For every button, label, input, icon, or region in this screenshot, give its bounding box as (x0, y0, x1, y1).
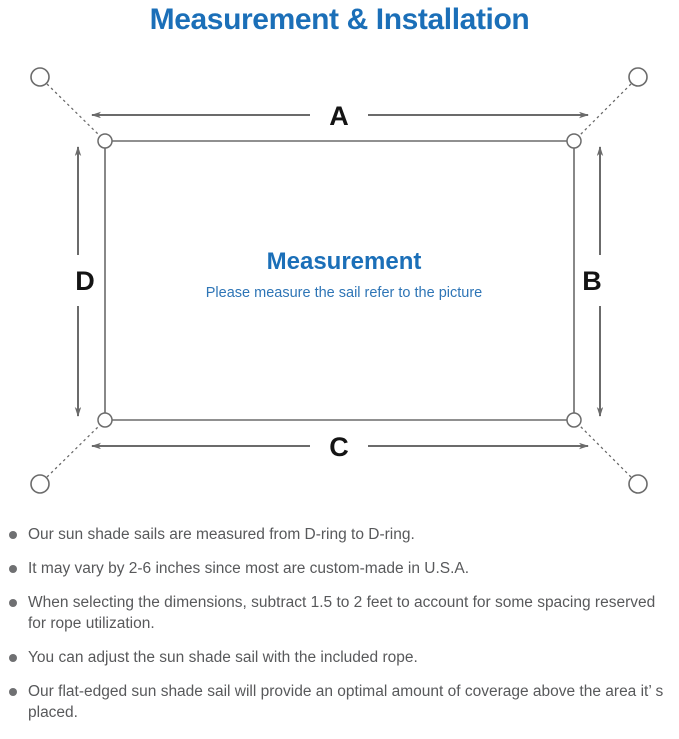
bullet-icon (9, 654, 17, 662)
list-item: It may vary by 2-6 inches since most are… (0, 558, 679, 579)
note-text: When selecting the dimensions, subtract … (28, 594, 656, 632)
d-ring-top-right (566, 133, 582, 149)
rope-line-top-right (579, 83, 632, 136)
note-text: It may vary by 2-6 inches since most are… (28, 560, 470, 577)
dimension-label-c: C (329, 432, 349, 462)
anchor-rings (30, 67, 648, 494)
bullet-icon (9, 688, 17, 696)
bullet-icon (9, 599, 17, 607)
dimension-label-a: A (329, 101, 349, 131)
diagram-center-subtitle: Please measure the sail refer to the pic… (206, 285, 482, 301)
rope-line-bottom-left (46, 425, 100, 478)
list-item: When selecting the dimensions, subtract … (0, 592, 679, 634)
anchor-ring-bottom-left (30, 474, 50, 494)
list-item: Our flat-edged sun shade sail will provi… (0, 681, 679, 723)
rope-line-bottom-right (579, 425, 632, 478)
bullet-icon (9, 565, 17, 573)
rope-lines (46, 83, 632, 478)
list-item: Our sun shade sails are measured from D-… (0, 524, 679, 545)
d-ring-top-left (97, 133, 113, 149)
measurement-diagram: A C D B Measurement Please measure the s… (0, 50, 679, 510)
bullet-icon (9, 531, 17, 539)
list-item: You can adjust the sun shade sail with t… (0, 647, 679, 668)
note-text: You can adjust the sun shade sail with t… (28, 649, 418, 666)
anchor-ring-bottom-right (628, 474, 648, 494)
anchor-ring-top-left (30, 67, 50, 87)
anchor-ring-top-right (628, 67, 648, 87)
d-rings (97, 133, 582, 428)
page-title: Measurement & Installation (149, 3, 530, 36)
d-ring-bottom-left (97, 412, 113, 428)
note-text: Our sun shade sails are measured from D-… (28, 526, 415, 543)
dimension-label-d: D (75, 266, 95, 296)
sail-outline (104, 140, 575, 421)
d-ring-bottom-right (566, 412, 582, 428)
rope-line-top-left (46, 83, 100, 136)
diagram-center-title: Measurement (267, 248, 422, 275)
note-text: Our flat-edged sun shade sail will provi… (28, 683, 664, 721)
notes-list: Our sun shade sails are measured from D-… (0, 524, 679, 736)
dimension-label-b: B (582, 266, 602, 296)
